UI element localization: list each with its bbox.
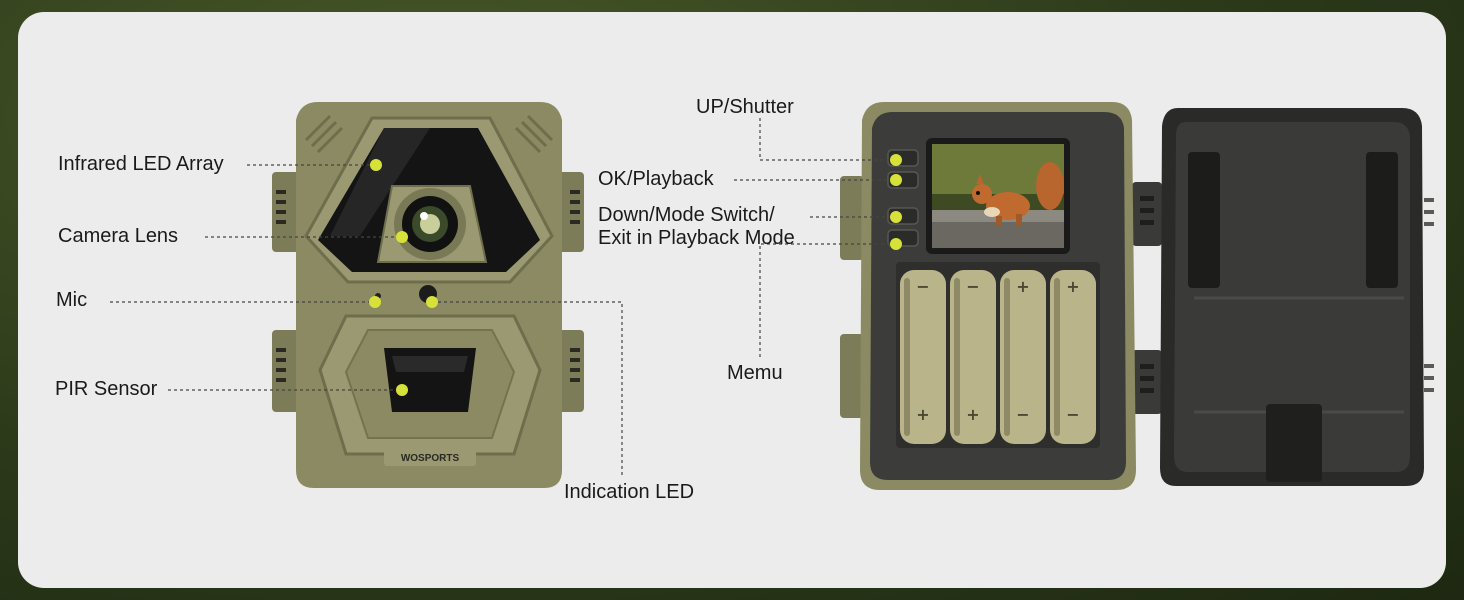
battery-3-bottom-mark: − (1016, 405, 1029, 424)
marker-down (890, 211, 902, 223)
battery-2-bottom-mark: + (966, 405, 979, 424)
battery-tray (896, 262, 1100, 448)
battery-3-top-mark: + (1016, 277, 1029, 296)
marker-mic (369, 296, 381, 308)
marker-pir (396, 384, 408, 396)
batteries: − + − + + − + − (900, 270, 1096, 444)
open-camera: − + − + + − + − (840, 102, 1434, 490)
lid-latch (1266, 404, 1322, 482)
lcd-screen-image (932, 144, 1064, 248)
label-up-shutter: UP/Shutter (696, 96, 794, 118)
battery-3 (1000, 270, 1046, 444)
label-menu: Memu (727, 362, 783, 384)
battery-1 (900, 270, 946, 444)
battery-2 (950, 270, 996, 444)
label-ok-playback: OK/Playback (598, 168, 714, 190)
lid-clip-right (1366, 152, 1398, 288)
battery-4-top-mark: + (1066, 277, 1079, 296)
marker-up (890, 154, 902, 166)
battery-1-top-mark: − (916, 277, 929, 296)
marker-led (426, 296, 438, 308)
battery-4-bottom-mark: − (1066, 405, 1079, 424)
lid-clip-left (1188, 152, 1220, 288)
label-pir-sensor: PIR Sensor (55, 378, 158, 400)
brand-logo: WOSPORTS (401, 453, 460, 464)
label-down-mode-switch: Down/Mode Switch/ (598, 204, 775, 226)
marker-lens (396, 231, 408, 243)
label-exit-playback: Exit in Playback Mode (598, 227, 795, 249)
marker-infrared (370, 159, 382, 171)
battery-2-top-mark: − (966, 277, 979, 296)
battery-1-bottom-mark: + (916, 405, 929, 424)
battery-4 (1050, 270, 1096, 444)
brand-plate (384, 448, 476, 466)
label-indication-led: Indication LED (564, 481, 695, 503)
label-infrared-led-array: Infrared LED Array (58, 153, 224, 175)
marker-menu (890, 238, 902, 250)
front-camera: WOSPORTS (272, 102, 584, 488)
label-mic: Mic (56, 289, 88, 311)
marker-ok (890, 174, 902, 186)
label-camera-lens: Camera Lens (58, 225, 179, 247)
